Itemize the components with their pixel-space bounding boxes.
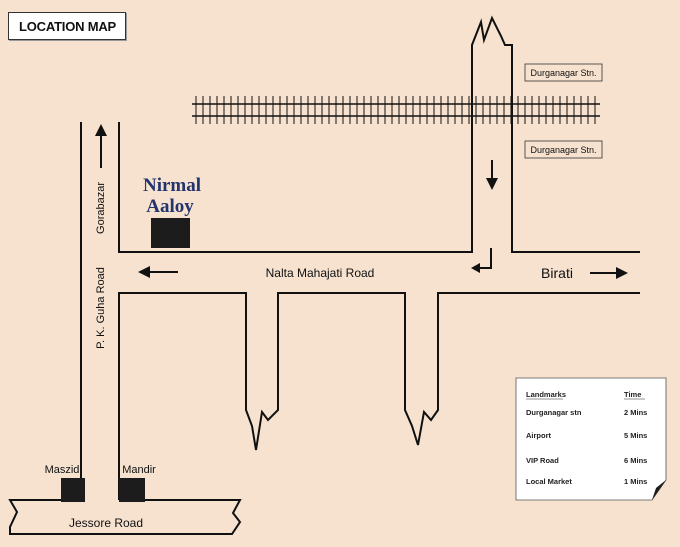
- pk-guha-road-label: P. K. Guha Road: [95, 267, 107, 349]
- station-label-upper: Durganagar Stn.: [530, 68, 596, 78]
- arrow-right-icon: [590, 267, 628, 279]
- turn-arrow-icon: [471, 248, 492, 273]
- legend-time-1: 2 Mins: [624, 408, 647, 417]
- railway-track: [192, 96, 600, 124]
- mandir-building: [119, 478, 145, 502]
- station-box-lower: [524, 140, 603, 159]
- project-building: [151, 218, 190, 248]
- maszid-label: Maszid: [45, 464, 80, 476]
- legend-landmark-4: Local Market: [526, 477, 572, 486]
- gorabazar-label: Gorabazar: [95, 182, 107, 234]
- station-label-lower: Durganagar Stn.: [530, 145, 596, 155]
- station-box-upper: [524, 63, 603, 82]
- legend-landmark-3: VIP Road: [526, 456, 559, 465]
- direction-arrows: [95, 124, 628, 279]
- arrow-left-icon: [138, 266, 178, 278]
- legend-header-landmarks: Landmarks: [526, 390, 566, 399]
- map-title-box: LOCATION MAP: [8, 12, 126, 40]
- nalta-road-label: Nalta Mahajati Road: [266, 266, 375, 280]
- project-name-line2: Aaloy: [146, 196, 194, 217]
- mandir-label: Mandir: [122, 464, 156, 476]
- jessore-road-label: Jessore Road: [69, 516, 143, 530]
- maszid-building: [61, 478, 85, 502]
- legend-header-time: Time: [624, 390, 641, 399]
- map-title: LOCATION MAP: [19, 19, 117, 34]
- road-lines: [8, 15, 640, 535]
- legend-landmark-2: Airport: [526, 431, 552, 440]
- birati-label: Birati: [541, 265, 573, 281]
- arrow-up-icon: [95, 124, 107, 168]
- jessore-road: [8, 499, 242, 535]
- legend-time-4: 1 Mins: [624, 477, 647, 486]
- nalta-road-lower-edge: [118, 292, 640, 500]
- legend-landmark-1: Durganagar stn: [526, 408, 582, 417]
- gorabazar-right-edge: [118, 15, 640, 253]
- landmarks-legend: Landmarks Time Durganagar stn 2 Mins Air…: [515, 377, 667, 501]
- project-name-line1: Nirmal: [143, 175, 201, 196]
- legend-time-3: 6 Mins: [624, 456, 647, 465]
- arrow-down-icon: [486, 160, 498, 190]
- legend-time-2: 5 Mins: [624, 431, 647, 440]
